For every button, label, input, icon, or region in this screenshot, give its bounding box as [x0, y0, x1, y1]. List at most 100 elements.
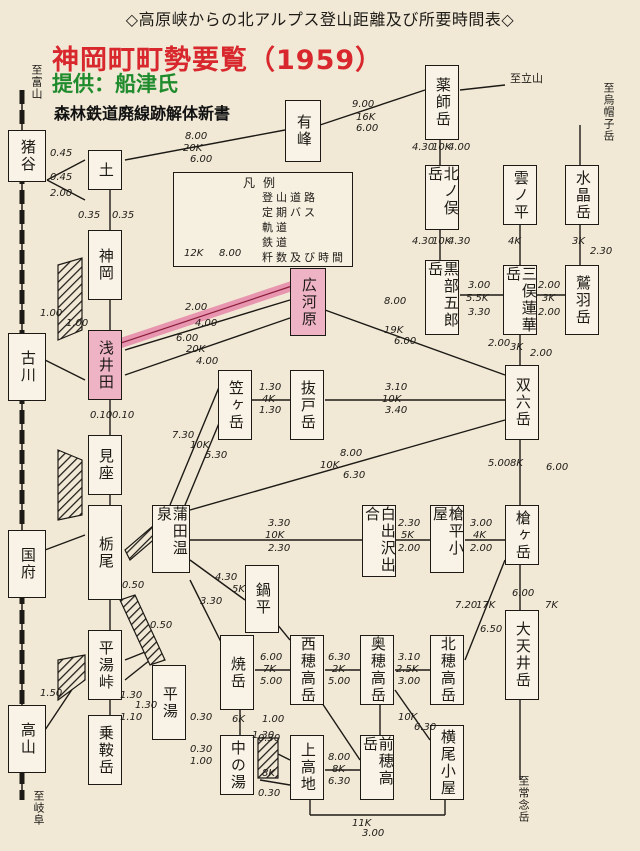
node-hirogawara: 広河原 [290, 268, 326, 336]
edge-label: 3.30 [268, 518, 291, 529]
edge-label: 2.00 [185, 302, 208, 313]
dest-gifu: 至岐阜 [32, 790, 45, 826]
edge-label: 6.00 [176, 333, 199, 344]
legend-sample-time: 8.00 [219, 248, 242, 259]
edge-label: 2.30 [398, 518, 421, 529]
edge-label: 3.00 [468, 280, 491, 291]
edge-label: 20K [186, 344, 206, 355]
edge-label: 4.30 [448, 236, 471, 247]
edge-label: 20K [183, 143, 203, 154]
node-kasagatake: 笠ヶ岳 [218, 370, 252, 440]
node-hirayu-toge: 平湯峠 [88, 630, 122, 700]
edge-label: 0.10 [90, 410, 113, 421]
edge-label: 6.00 [356, 123, 379, 134]
edge-label: 6.30 [414, 722, 437, 733]
edge-label: 3.00 [470, 518, 493, 529]
edge-label: 5K [401, 530, 414, 541]
edge-label: 4.00 [196, 356, 219, 367]
node-maeho: 前穂高岳 [360, 735, 395, 800]
legend-sample-distance: 12K [184, 248, 204, 259]
edge-label: 6.00 [260, 652, 283, 663]
edge-label: 17K [476, 600, 496, 611]
edge-label: 1.10 [120, 712, 143, 723]
node-kumonotaira: 雲ノ平 [503, 165, 537, 225]
node-daitenjo: 大天井岳 [505, 610, 539, 700]
edge-label: 2.00 [398, 543, 421, 554]
edge-label: 7.30 [172, 430, 195, 441]
edge-label: 5.00 [328, 676, 351, 687]
edge-label: 0.30 [258, 733, 281, 744]
node-yakedake: 焼岳 [220, 635, 254, 710]
node-kitanomata: 北ノ俣岳 [425, 165, 460, 230]
legend-title: 凡例 [242, 176, 283, 190]
edge-label: 6.50 [480, 624, 503, 635]
edge-label: 3.30 [200, 596, 223, 607]
edge-label: 1.30 [259, 382, 282, 393]
edge-label: 3K [542, 293, 555, 304]
edge-label: 6.00 [546, 462, 569, 473]
edge-label: 3.00 [362, 828, 385, 839]
node-hirayu: 平湯 [152, 665, 186, 740]
edge-label: 3.10 [385, 382, 408, 393]
edge-label: 0.30 [190, 744, 213, 755]
edge-label: 3K [572, 236, 585, 247]
edge-label: 4.30 [215, 572, 238, 583]
edge-label: 3.30 [468, 307, 491, 318]
node-tochio: 栃尾 [88, 505, 122, 600]
legend-trail: 登山道路 [262, 191, 318, 204]
edge-label: 6.30 [328, 652, 351, 663]
edge-label: 5.5K [466, 293, 489, 304]
node-yaridaira: 槍平小屋 [430, 505, 465, 573]
edge-label: 1.00 [66, 318, 89, 329]
node-mizaru: 見座 [88, 435, 122, 495]
edge-label: 8K [510, 458, 523, 469]
edge-label: 1.50 [40, 688, 63, 699]
edge-label: 7K [263, 664, 276, 675]
source-title: 神岡町町勢要覧（1959） [52, 45, 384, 76]
node-nukedo: 抜戸岳 [290, 370, 324, 440]
edge-label: 1.30 [252, 730, 275, 741]
edge-label: 2K [332, 664, 345, 675]
provider-credit: 提供：船津氏 [52, 72, 178, 96]
edge-label: 6.30 [328, 776, 351, 787]
node-okuho: 奥穂高岳 [360, 635, 394, 705]
edge-label: 8K [262, 768, 275, 779]
edge-label: 3.10 [398, 652, 421, 663]
edge-label: 2.00 [470, 543, 493, 554]
edge-label: 4.00 [195, 318, 218, 329]
edge-label: 6.00 [394, 336, 417, 347]
dest-eboshi: 至烏帽子岳 [602, 82, 615, 142]
legend-railway: 鉄道 [262, 236, 290, 249]
edge-label: 8.00 [340, 448, 363, 459]
edge-label: 11K [352, 818, 372, 829]
edge-label: 0.30 [258, 788, 281, 799]
edge-label: 5.30 [205, 450, 228, 461]
dest-jonen: 至常念岳 [517, 775, 530, 823]
node-inotani: 猪谷 [8, 130, 46, 182]
edge-label: 7.20 [455, 600, 478, 611]
edge-label: 2.00 [530, 348, 553, 359]
edge-label: 10K [265, 530, 285, 541]
node-yokoo: 横尾小屋 [430, 725, 464, 800]
edge-label: 7K [545, 600, 558, 611]
node-norikura: 乗鞍岳 [88, 715, 122, 785]
edge-label: 4K [508, 236, 521, 247]
edge-label: 10K [398, 712, 418, 723]
node-suisho: 水晶岳 [565, 165, 599, 225]
edge-label: 2.30 [590, 246, 613, 257]
node-sugoroku: 双六岳 [505, 365, 539, 440]
edge-label: 1.30 [120, 690, 143, 701]
node-kamikochi: 上高地 [290, 735, 324, 800]
edge-label: 10K [190, 440, 210, 451]
edge-label: 6.00 [512, 588, 535, 599]
node-yari: 槍ヶ岳 [505, 505, 539, 565]
edge-label: 6.30 [343, 470, 366, 481]
edge-label: 2.30 [268, 543, 291, 554]
edge-label: 3.40 [385, 405, 408, 416]
edge-label: 5.00 [488, 458, 511, 469]
edge-label: 1.30 [135, 700, 158, 711]
edge-label: 10K [432, 142, 452, 153]
legend: 凡例 登山道路 定期バス 軌道 鉄道 粁数及び時間 12K 8.00 [173, 172, 353, 267]
dest-toyama: 至富山 [30, 64, 43, 100]
edge-label: 0.30 [190, 712, 213, 723]
